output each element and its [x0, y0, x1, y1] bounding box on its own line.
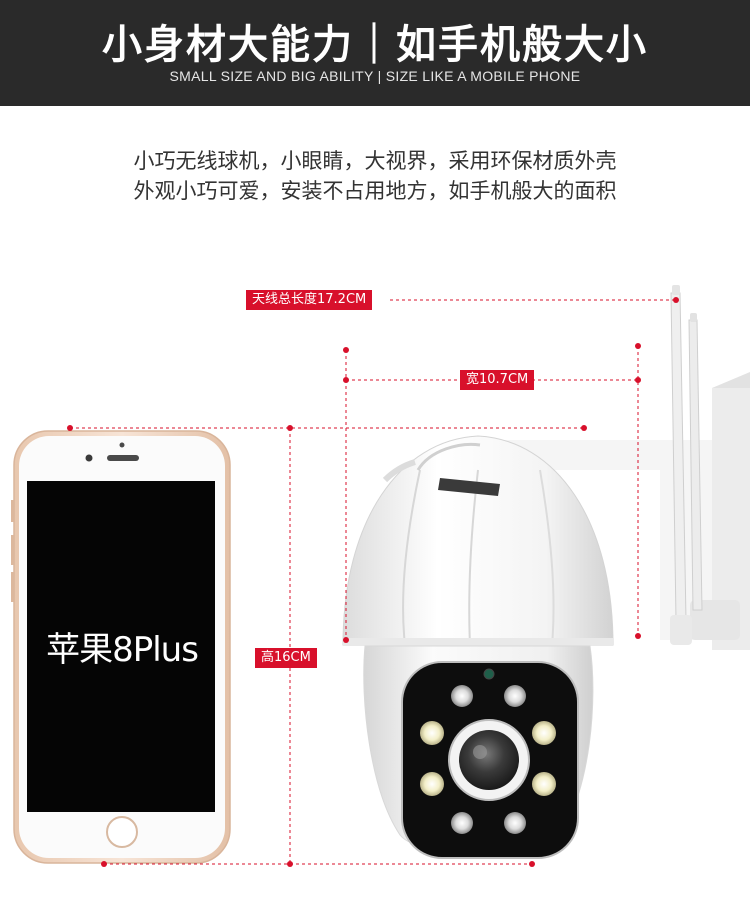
banner-title: 小身材大能力｜如手机般大小 — [102, 22, 648, 68]
antennas — [670, 285, 703, 645]
banner-subtitle: SMALL SIZE AND BIG ABILITY | SIZE LIKE A… — [169, 68, 581, 84]
white-led-icon — [420, 772, 444, 796]
phone-model-label: 苹果8Plus — [46, 630, 199, 670]
width-tag: 宽10.7CM — [460, 370, 535, 390]
earpiece-dot-icon — [119, 442, 125, 448]
product-description: 小巧无线球机，小眼睛，大视界，采用环保材质外壳 外观小巧可爱，安装不占用地方，如… — [0, 146, 750, 206]
phone-screen — [27, 481, 215, 812]
front-camera-icon — [85, 454, 93, 462]
speaker-grille-icon — [107, 455, 139, 461]
white-led-icon — [532, 721, 556, 745]
height-tag: 高16CM — [255, 648, 317, 668]
ir-led-icon — [504, 812, 526, 834]
dimension-endpoints — [67, 297, 679, 867]
white-led-icon — [532, 772, 556, 796]
white-led-icon — [420, 721, 444, 745]
phone-illustration — [11, 430, 231, 864]
camera-dome — [342, 435, 614, 646]
camera-body — [363, 645, 594, 859]
description-line-2: 外观小巧可爱，安装不占用地方，如手机般大的面积 — [133, 179, 617, 203]
camera-lens-icon — [459, 730, 519, 790]
ir-led-icon — [451, 812, 473, 834]
status-light-icon — [483, 668, 495, 680]
antenna-length-tag: 天线总长度17.2CM — [246, 290, 373, 310]
ir-led-icon — [451, 685, 473, 707]
home-button-icon — [106, 816, 138, 848]
ir-led-icon — [504, 685, 526, 707]
header-banner: 小身材大能力｜如手机般大小 SMALL SIZE AND BIG ABILITY… — [0, 0, 750, 106]
description-line-1: 小巧无线球机，小眼睛，大视界，采用环保材质外壳 — [133, 149, 617, 173]
